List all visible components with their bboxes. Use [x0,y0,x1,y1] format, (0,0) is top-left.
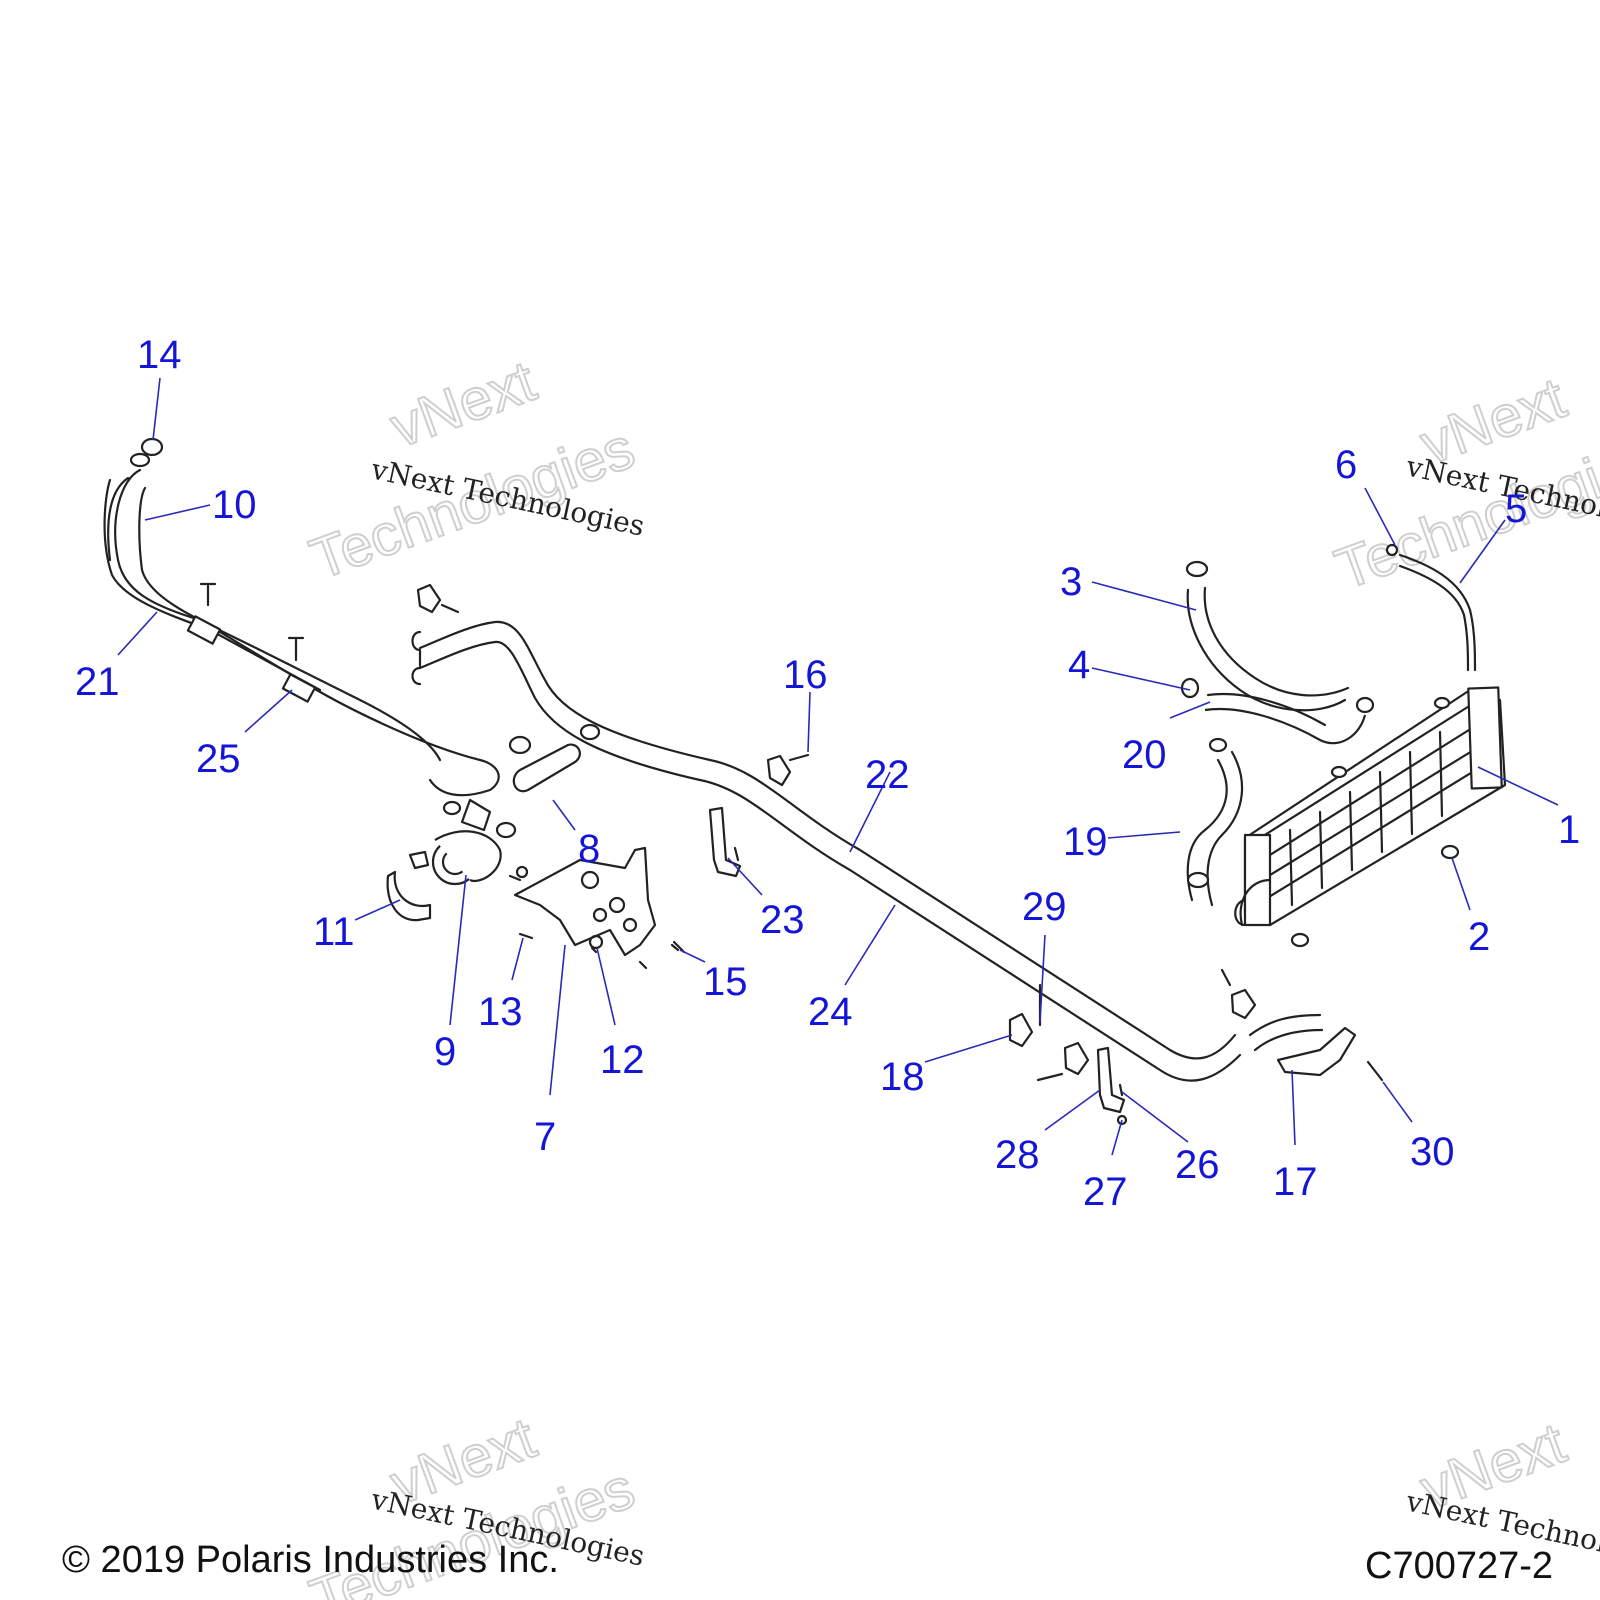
callout-5: 5 [1505,487,1527,531]
leader-20 [1169,701,1211,719]
leader-14 [152,377,161,441]
leader-2 [1451,857,1471,911]
callout-23: 23 [760,898,805,942]
callout-1: 1 [1558,808,1580,852]
callout-2: 2 [1468,915,1490,959]
leader-23 [727,857,763,896]
leader-17 [1291,1069,1296,1146]
leader-4 [1091,667,1191,691]
callout-25: 25 [196,737,241,781]
callout-22: 22 [865,753,910,797]
leader-7 [549,944,566,1096]
callout-19: 19 [1063,820,1108,864]
callout-30: 30 [1410,1130,1455,1174]
leader-18 [924,1034,1013,1063]
leader-13 [511,937,524,981]
callout-29: 29 [1022,885,1067,929]
hoses-10-21 [103,437,500,797]
callout-28: 28 [995,1133,1040,1177]
leader-10 [144,504,211,521]
coolant-tubes-22-24 [411,620,1242,1082]
callout-21: 21 [75,660,120,704]
callout-20: 20 [1122,733,1167,777]
leader-3 [1091,581,1197,611]
callout-4: 4 [1068,643,1090,687]
callout-15: 15 [703,960,748,1004]
callout-11: 11 [313,910,355,954]
radiator-hoses [1180,543,1477,907]
callout-8: 8 [578,827,600,871]
callout-labels: 1 2 3 4 5 6 7 8 9 10 11 12 13 14 15 16 1… [75,333,1580,1214]
leader-5 [1459,519,1506,584]
leader-16 [807,691,811,753]
leader-26 [1121,1091,1189,1143]
leader-30 [1382,1081,1413,1123]
leader-21 [117,611,158,656]
bracket-11 [386,850,432,922]
callout-12: 12 [600,1038,645,1082]
leader-1 [1477,766,1559,806]
callout-26: 26 [1175,1143,1220,1187]
leader-8 [552,799,576,831]
callout-7: 7 [534,1115,556,1159]
callout-6: 6 [1335,443,1357,487]
leader-22 [849,771,891,853]
radiator-1 [1234,686,1507,948]
tube-clips [416,583,1257,1082]
leader-12 [596,947,616,1026]
leader-25 [244,689,293,733]
leader-lines [117,377,1559,1156]
watermark-top-left: vNext Technologies vNext Technologies [301,347,647,593]
watermark-top-right: vNext Technologies vNext Technologies [1326,364,1600,603]
mount-plate-7 [508,846,680,970]
leader-24 [844,904,896,986]
leader-11 [354,899,401,921]
callout-16: 16 [783,653,828,697]
diagram-id: C700727-2 [1365,1545,1553,1587]
callout-10: 10 [212,483,257,527]
callout-9: 9 [434,1030,456,1074]
callout-27: 27 [1083,1170,1128,1214]
copyright-text: © 2019 Polaris Industries Inc. [62,1539,559,1581]
callout-24: 24 [808,990,853,1034]
callout-18: 18 [880,1055,925,1099]
watermark-big-line1: vNext [382,348,544,460]
leader-19 [1107,831,1181,839]
leader-29 [1039,934,1046,1023]
leader-9 [449,874,467,1026]
callout-13: 13 [478,990,523,1034]
hose-8 [508,723,601,793]
leader-15 [679,949,706,963]
leader-28 [1044,1089,1101,1131]
leader-6 [1364,487,1396,546]
leader-27 [1111,1119,1123,1156]
brackets-23-26 [708,806,1128,1126]
callout-14: 14 [137,333,182,377]
callout-17: 17 [1273,1160,1318,1204]
bracket-17 [1248,1013,1384,1082]
water-pump-9 [431,798,517,886]
callout-3: 3 [1060,560,1082,604]
